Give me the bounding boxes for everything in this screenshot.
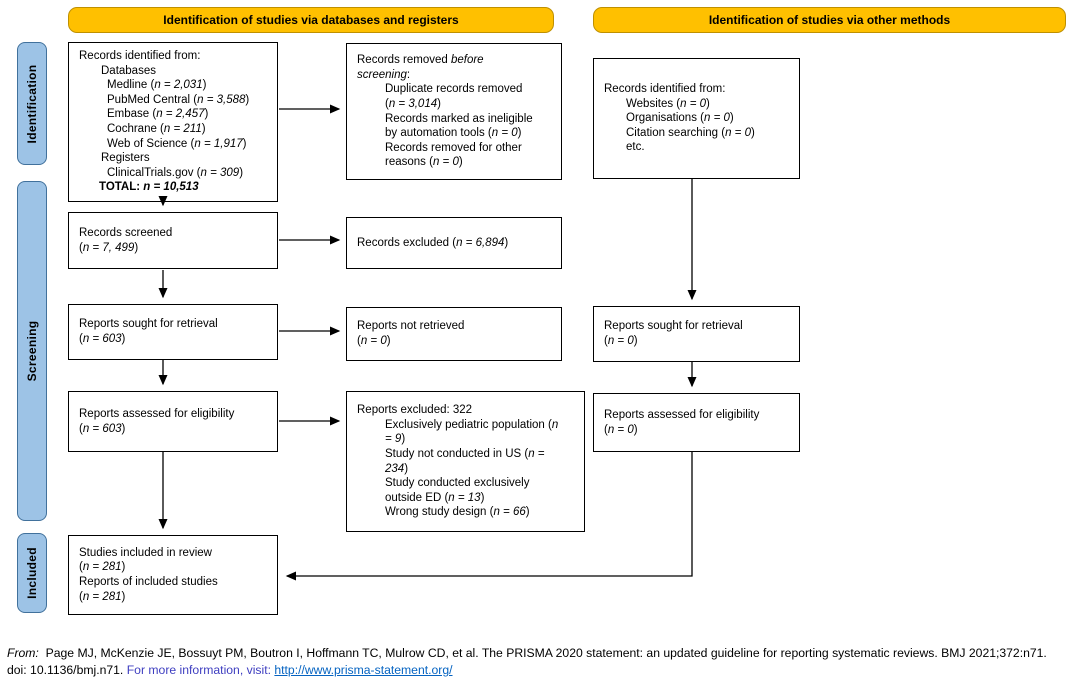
box-records-identified-other: Records identified from:Websites (n = 0)… bbox=[593, 58, 800, 179]
box-reports-assessed-eligibility: Reports assessed for eligibility(n = 603… bbox=[68, 391, 278, 452]
from-label: From: bbox=[7, 646, 39, 660]
header-other-methods: Identification of studies via other meth… bbox=[593, 7, 1066, 33]
header-other-methods-label: Identification of studies via other meth… bbox=[708, 13, 951, 27]
citation-line1: From: Page MJ, McKenzie JE, Bossuyt PM, … bbox=[7, 645, 1089, 662]
sidebar-identification-label: Identification bbox=[25, 64, 39, 143]
box-records-screened: Records screened(n = 7, 499) bbox=[68, 212, 278, 269]
header-databases-registers: Identification of studies via databases … bbox=[68, 7, 554, 33]
citation-footer: From: Page MJ, McKenzie JE, Bossuyt PM, … bbox=[7, 645, 1089, 679]
doi-text: doi: 10.1136/bmj.n71. bbox=[7, 663, 124, 677]
box-reports-sought-retrieval: Reports sought for retrieval(n = 603) bbox=[68, 304, 278, 360]
sidebar-screening-label: Screening bbox=[25, 320, 39, 382]
sidebar-included-label: Included bbox=[25, 547, 39, 599]
header-databases-registers-label: Identification of studies via databases … bbox=[163, 13, 459, 27]
box-reports-sought-retrieval-other: Reports sought for retrieval(n = 0) bbox=[593, 306, 800, 362]
box-reports-not-retrieved: Reports not retrieved(n = 0) bbox=[346, 307, 562, 361]
box-studies-included: Studies included in review(n = 281)Repor… bbox=[68, 535, 278, 615]
more-info-text: For more information, visit: bbox=[126, 663, 271, 677]
box-reports-assessed-eligibility-other: Reports assessed for eligibility(n = 0) bbox=[593, 393, 800, 452]
sidebar-screening: Screening bbox=[17, 181, 47, 521]
prisma-statement-link[interactable]: http://www.prisma-statement.org/ bbox=[274, 663, 453, 677]
citation-line2: doi: 10.1136/bmj.n71. For more informati… bbox=[7, 662, 1089, 679]
box-records-excluded: Records excluded (n = 6,894) bbox=[346, 217, 562, 269]
sidebar-included: Included bbox=[17, 533, 47, 613]
citation-text: Page MJ, McKenzie JE, Bossuyt PM, Boutro… bbox=[45, 646, 1047, 660]
sidebar-identification: Identification bbox=[17, 42, 47, 165]
